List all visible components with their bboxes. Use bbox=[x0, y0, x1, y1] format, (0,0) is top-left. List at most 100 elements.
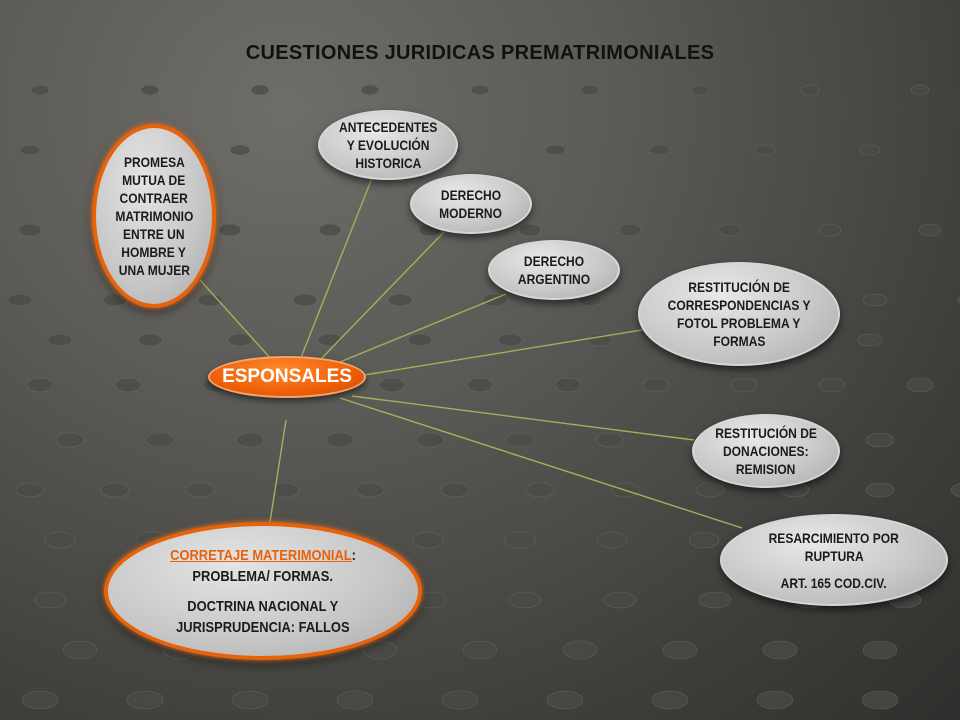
node-text-line: CORRESPONDENCIAS Y bbox=[667, 297, 811, 313]
background-dot bbox=[865, 432, 895, 448]
background-dot bbox=[360, 84, 380, 96]
background-dot bbox=[596, 531, 628, 549]
background-dot bbox=[497, 333, 523, 347]
background-dot bbox=[415, 432, 445, 448]
background-dot bbox=[325, 432, 355, 448]
connector-line bbox=[357, 329, 643, 377]
node-text-line: DERECHO bbox=[523, 253, 585, 269]
node-correspondencias: RESTITUCIÓN DE CORRESPONDENCIAS Y FOTOL … bbox=[638, 262, 840, 366]
background-dot bbox=[185, 482, 215, 498]
background-dot bbox=[580, 84, 600, 96]
node-text-line: RESTITUCIÓN DE bbox=[688, 279, 790, 295]
connector-line bbox=[339, 293, 507, 363]
background-dot bbox=[603, 591, 637, 609]
node-text-line: RESARCIMIENTO POR bbox=[768, 529, 900, 546]
background-dot bbox=[857, 333, 883, 347]
background-dot bbox=[695, 482, 725, 498]
node-text-line: HISTORICA bbox=[354, 155, 422, 171]
background-dot bbox=[218, 223, 242, 237]
background-dot bbox=[235, 432, 265, 448]
node-text-line: FORMAS bbox=[712, 333, 766, 349]
node-text-line: MATRIMONIO bbox=[114, 208, 194, 224]
background-dot bbox=[595, 432, 625, 448]
background-dot bbox=[15, 482, 45, 498]
background-dot bbox=[505, 432, 535, 448]
background-dot bbox=[482, 293, 508, 307]
background-dot bbox=[862, 640, 898, 660]
node-promesa: PROMESA MUTUA DE CONTRAER MATRIMONIO ENT… bbox=[92, 124, 216, 308]
background-dot bbox=[229, 144, 251, 156]
node-derecho-moderno: DERECHO MODERNO bbox=[410, 174, 532, 234]
node-text-line: ARGENTINO bbox=[517, 271, 591, 287]
node-donaciones: RESTITUCIÓN DE DONACIONES: REMISION bbox=[692, 414, 840, 488]
node-text-line: FOTOL PROBLEMA Y bbox=[677, 315, 801, 331]
background-dot bbox=[102, 293, 128, 307]
node-text-line: MODERNO bbox=[439, 205, 503, 221]
connector-line bbox=[269, 419, 287, 523]
background-dot bbox=[7, 293, 33, 307]
background-dot bbox=[518, 223, 542, 237]
background-dot bbox=[562, 640, 598, 660]
background-dot bbox=[21, 690, 59, 710]
node-text-line: ANTECEDENTES bbox=[338, 119, 438, 135]
connector-line bbox=[299, 177, 373, 361]
node-text-line: ART. 165 COD.CIV. bbox=[781, 574, 887, 591]
background-dot bbox=[862, 293, 888, 307]
background-dot bbox=[18, 223, 42, 237]
node-text-line: RUPTURA bbox=[804, 547, 864, 564]
background-dot bbox=[227, 333, 253, 347]
background-dot bbox=[137, 333, 163, 347]
background-dot bbox=[462, 640, 498, 660]
background-dot bbox=[662, 640, 698, 660]
background-dot bbox=[587, 333, 613, 347]
background-dot bbox=[318, 223, 342, 237]
background-dot bbox=[906, 377, 934, 393]
background-dot bbox=[554, 377, 582, 393]
background-dot bbox=[114, 377, 142, 393]
background-dot bbox=[618, 223, 642, 237]
connector-line bbox=[339, 397, 743, 529]
background-dot bbox=[441, 690, 479, 710]
background-dot bbox=[19, 144, 41, 156]
background-dot bbox=[440, 482, 470, 498]
node-text-line: CONTRAER bbox=[119, 190, 189, 206]
background-dot bbox=[525, 482, 555, 498]
background-dot bbox=[126, 690, 164, 710]
connector-line bbox=[351, 395, 695, 441]
background-dot bbox=[231, 690, 269, 710]
node-text-line: JURISPRUDENCIA: FALLOS bbox=[176, 618, 350, 636]
background-dot bbox=[336, 690, 374, 710]
background-dot bbox=[508, 591, 542, 609]
background-dot bbox=[145, 432, 175, 448]
node-text-line: CORRETAJE MATERIMONIAL: bbox=[170, 545, 356, 566]
background-dot bbox=[270, 482, 300, 498]
background-dot bbox=[504, 531, 536, 549]
background-dot bbox=[859, 144, 881, 156]
background-dot bbox=[754, 144, 776, 156]
background-dot bbox=[387, 293, 413, 307]
background-dot bbox=[688, 531, 720, 549]
background-dot bbox=[100, 482, 130, 498]
background-dot bbox=[26, 377, 54, 393]
background-dot bbox=[62, 640, 98, 660]
background-dot bbox=[800, 84, 820, 96]
background-dot bbox=[651, 690, 689, 710]
background-dot bbox=[918, 223, 942, 237]
node-text-line: DOCTRINA NACIONAL Y bbox=[187, 597, 339, 615]
node-antecedentes: ANTECEDENTES Y EVOLUCIÓN HISTORICA bbox=[318, 110, 458, 180]
background-dot bbox=[718, 223, 742, 237]
background-dot bbox=[818, 223, 842, 237]
background-dot bbox=[470, 84, 490, 96]
background-dot bbox=[649, 144, 671, 156]
background-dot bbox=[818, 377, 846, 393]
background-dot bbox=[698, 591, 732, 609]
background-dot bbox=[762, 640, 798, 660]
background-dot bbox=[407, 333, 433, 347]
background-dot bbox=[250, 84, 270, 96]
highlighted-term: CORRETAJE MATERIMONIAL bbox=[170, 546, 352, 564]
background-dot bbox=[362, 640, 398, 660]
center-label: ESPONSALES bbox=[222, 366, 352, 387]
background-dot bbox=[30, 84, 50, 96]
node-text-line: ENTRE UN bbox=[123, 226, 185, 242]
